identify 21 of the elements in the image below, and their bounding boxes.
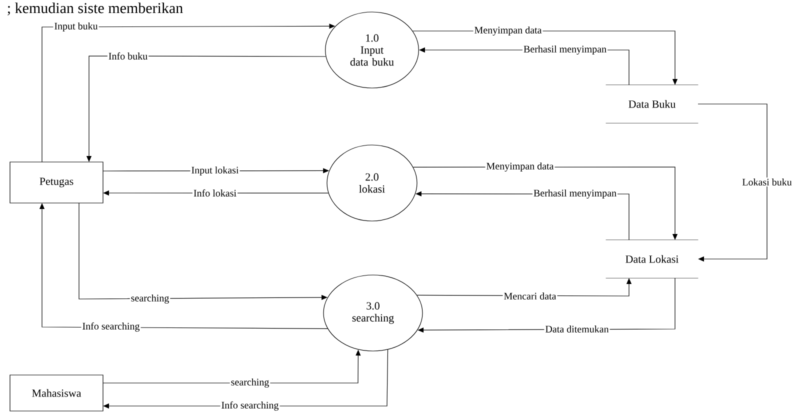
edge-label: Info searching [220,400,280,412]
edge-label: Berhasil menyimpan [532,188,618,200]
arrow [698,104,768,262]
edge-label: searching [230,377,270,389]
edge-label: Berhasil menyimpan [522,44,608,56]
edge-label: Lokasi buku [741,177,793,187]
edge-label: Menyimpan data [473,25,543,37]
edge-label: Menyimpan data [485,161,555,173]
entity-box: Petugas [10,162,104,204]
edge-label: Data ditemukan [544,324,610,334]
edge-label: Mencari data [502,291,558,301]
page-text: ; kemudian siste memberikan [8,2,183,16]
edge-label: searching [130,293,170,305]
edge-label: Input lokasi [190,165,240,177]
edge-label: Info lokasi [192,188,238,198]
entity-box: Mahasiswa [10,374,104,412]
data-store: Data Buku [606,84,698,124]
edge-label: Input buku [53,21,99,33]
data-store: Data Lokasi [606,240,698,278]
edge-label: Info buku [107,51,149,61]
edge-label: Info searching [81,321,141,333]
